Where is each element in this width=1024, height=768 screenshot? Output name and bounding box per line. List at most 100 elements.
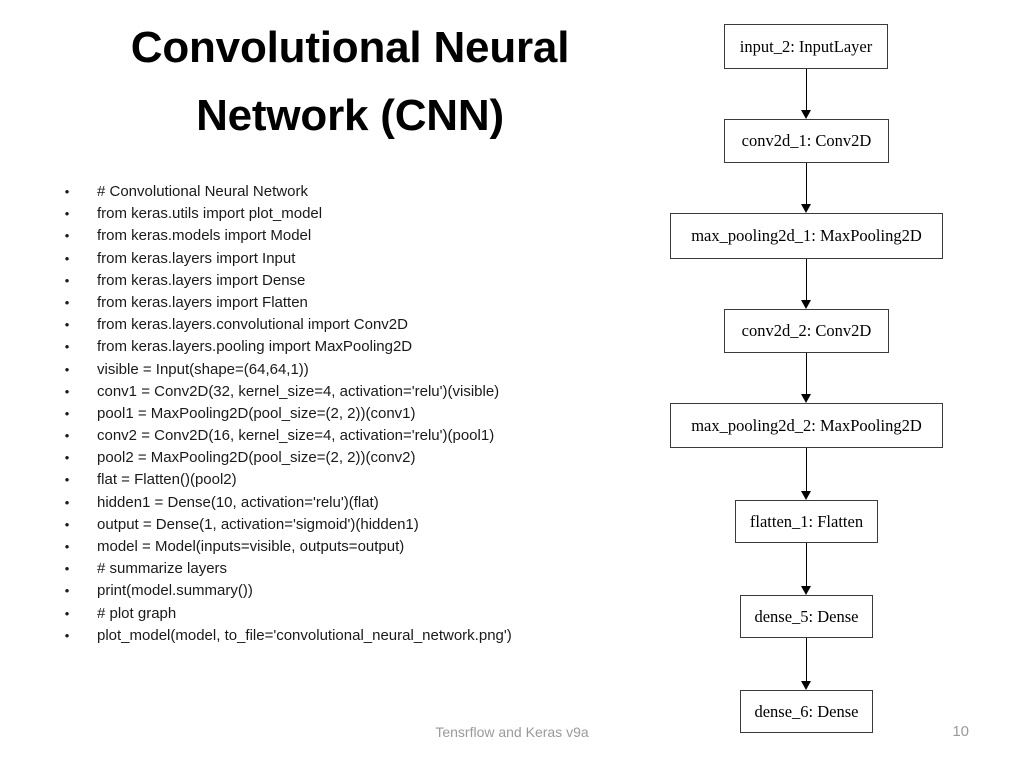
node-input-2: input_2: InputLayer (724, 24, 888, 69)
bullet-marker-icon: • (64, 405, 70, 421)
node-label: dense_6: Dense (754, 701, 859, 721)
model-graph: input_2: InputLayer conv2d_1: Conv2D max_p… (650, 0, 1024, 768)
list-item: • visible = Input(shape=(64,64,1)) (58, 359, 658, 381)
graph-arrowhead-icon (801, 110, 811, 119)
list-item: • output = Dense(1, activation='sigmoid')… (58, 514, 658, 536)
bullet-marker-icon: • (64, 383, 70, 399)
node-label: flatten_1: Flatten (749, 511, 864, 531)
list-item: •from keras.layers import Flatten (58, 292, 658, 314)
list-item: • from keras.layers import Input (58, 248, 658, 270)
list-item-label: conv2 = Conv2D(16, kernel_size=4, activa… (97, 427, 495, 445)
footer-page-number: 10 (952, 723, 969, 740)
bullet-marker-icon: • (64, 361, 70, 377)
graph-edge (805, 259, 808, 300)
list-item-label: hidden1 = Dense(10, activation='relu')(f… (97, 493, 379, 511)
node-max-pooling2d-1: max_pooling2d_1: MaxPooling2D (670, 213, 943, 259)
list-item: • conv1 = Conv2D(32, kernel_size=4, activ… (58, 381, 658, 403)
bullet-marker-icon: • (64, 539, 70, 554)
list-item-label: from keras.models import Model (97, 227, 312, 245)
list-item: • from keras.layers.pooling import MaxPoo… (58, 336, 658, 358)
bullet-marker-icon: • (64, 250, 70, 266)
list-item: • model = Model(inputs=visible, outputs=o… (58, 536, 658, 558)
node-conv2d-2: conv2d_2: Conv2D (724, 309, 889, 353)
node-max-pooling2d-2: max_pooling2d_2: MaxPooling2D (670, 403, 943, 448)
list-item: • # summarize layers (58, 558, 658, 580)
list-item-label: pool2 = MaxPooling2D(pool_size=(2, 2))(c… (97, 449, 416, 467)
node-flatten-1: flatten_1: Flatten (735, 500, 878, 543)
list-item: • from keras.models import Model (58, 225, 658, 247)
graph-arrowhead-icon (801, 300, 811, 309)
bullet-marker-icon: • (64, 494, 70, 510)
node-label: conv2d_1: Conv2D (741, 131, 872, 150)
list-item-label: from keras.layers.pooling import MaxPool… (97, 338, 413, 356)
list-item-label: flat = Flatten()(pool2) (97, 471, 237, 489)
page-title-line-2: Network (CNN) (196, 91, 504, 140)
node-conv2d-1: conv2d_1: Conv2D (724, 119, 889, 163)
bullet-marker-icon: • (64, 516, 70, 532)
list-item: • pool1 = MaxPooling2D(pool_size=(2, 2))(… (58, 403, 658, 425)
graph-edge (805, 353, 808, 394)
footer-note: Tensrflow and Keras v9a (435, 724, 589, 740)
bullet-marker-icon: • (64, 206, 70, 222)
bullet-marker-icon: • (64, 583, 70, 599)
graph-arrowhead-icon (801, 586, 811, 595)
list-item: • pool2 = MaxPooling2D(pool_size=(2, 2))(… (58, 447, 658, 469)
bullet-marker-icon: • (64, 605, 70, 621)
list-item-label: pool1 = MaxPooling2D(pool_size=(2, 2))(c… (97, 404, 416, 422)
list-item: • from keras.layers.convolutional import … (58, 314, 658, 336)
bullet-marker-icon: • (64, 317, 70, 333)
list-item: • plot_model(model, to_file='convolutiona… (58, 625, 658, 647)
graph-edge (805, 543, 808, 586)
list-item-label: # Convolutional Neural Network (97, 183, 308, 200)
list-item-label: print(model.summary()) (97, 582, 253, 600)
list-item: • hidden1 = Dense(10, activation='relu')(… (58, 492, 658, 514)
list-item-label: # plot graph (97, 604, 177, 622)
list-item-label: visible = Input(shape=(64,64,1)) (97, 360, 309, 378)
node-label: conv2d_2: Conv2D (741, 321, 872, 340)
list-item-label: from keras.layers import Input (97, 249, 296, 267)
node-dense-6: dense_6: Dense (740, 690, 873, 733)
graph-arrowhead-icon (801, 394, 811, 403)
bullet-marker-icon: • (64, 627, 70, 643)
list-item: • # Convolutional Neural Network (58, 181, 658, 203)
node-label: input_2: InputLayer (739, 36, 873, 56)
list-item: • from keras.utils import plot_model (58, 203, 658, 225)
graph-arrowhead-icon (801, 681, 811, 690)
bullet-marker-icon: • (64, 428, 70, 444)
graph-arrowhead-icon (801, 491, 811, 500)
page-title-line-1: Convolutional Neural (130, 23, 570, 72)
node-label: max_pooling2d_1: MaxPooling2D (691, 226, 922, 245)
list-item-label: plot_model(model, to_file='convolutional… (97, 626, 512, 644)
graph-edge (805, 69, 808, 110)
node-label: max_pooling2d_2: MaxPooling2D (691, 415, 922, 435)
bullet-marker-icon: • (64, 228, 70, 244)
list-item: • # plot graph (58, 603, 658, 625)
bullet-marker-icon: • (64, 339, 70, 355)
bullet-marker-icon: • (64, 184, 70, 199)
list-item: • conv2 = Conv2D(16, kernel_size=4, activ… (58, 425, 658, 447)
bullet-marker-icon: • (64, 561, 70, 577)
list-item-label: # summarize layers (97, 560, 228, 578)
bullet-marker-icon: • (64, 450, 70, 466)
graph-edge (805, 448, 808, 491)
list-item-label: from keras.utils import plot_model (97, 205, 323, 223)
node-dense-5: dense_5: Dense (740, 595, 873, 638)
graph-arrowhead-icon (801, 204, 811, 213)
bullet-marker-icon: • (64, 272, 70, 288)
graph-edge (805, 163, 808, 204)
bullet-marker-icon: • (64, 294, 70, 310)
list-item: • flat = Flatten()(pool2) (58, 469, 658, 491)
list-item-label: output = Dense(1, activation='sigmoid')(… (97, 515, 419, 533)
node-label: dense_5: Dense (754, 606, 859, 626)
list-item-label: conv1 = Conv2D(32, kernel_size=4, activa… (97, 382, 500, 400)
list-item-label: from keras.layers import Dense (97, 271, 306, 289)
list-item: • from keras.layers import Dense (58, 270, 658, 292)
list-item-label: from keras.layers.convolutional import C… (97, 316, 408, 334)
page-title: Convolutional Neural Network (CNN) (60, 14, 640, 150)
bullet-marker-icon: • (64, 472, 70, 488)
list-item-label: model = Model(inputs=visible, outputs=ou… (97, 538, 405, 555)
code-bullet-list: •# Convolutional Neural Network•from ker… (58, 181, 658, 647)
graph-edge (805, 638, 808, 681)
list-item: • print(model.summary()) (58, 580, 658, 602)
